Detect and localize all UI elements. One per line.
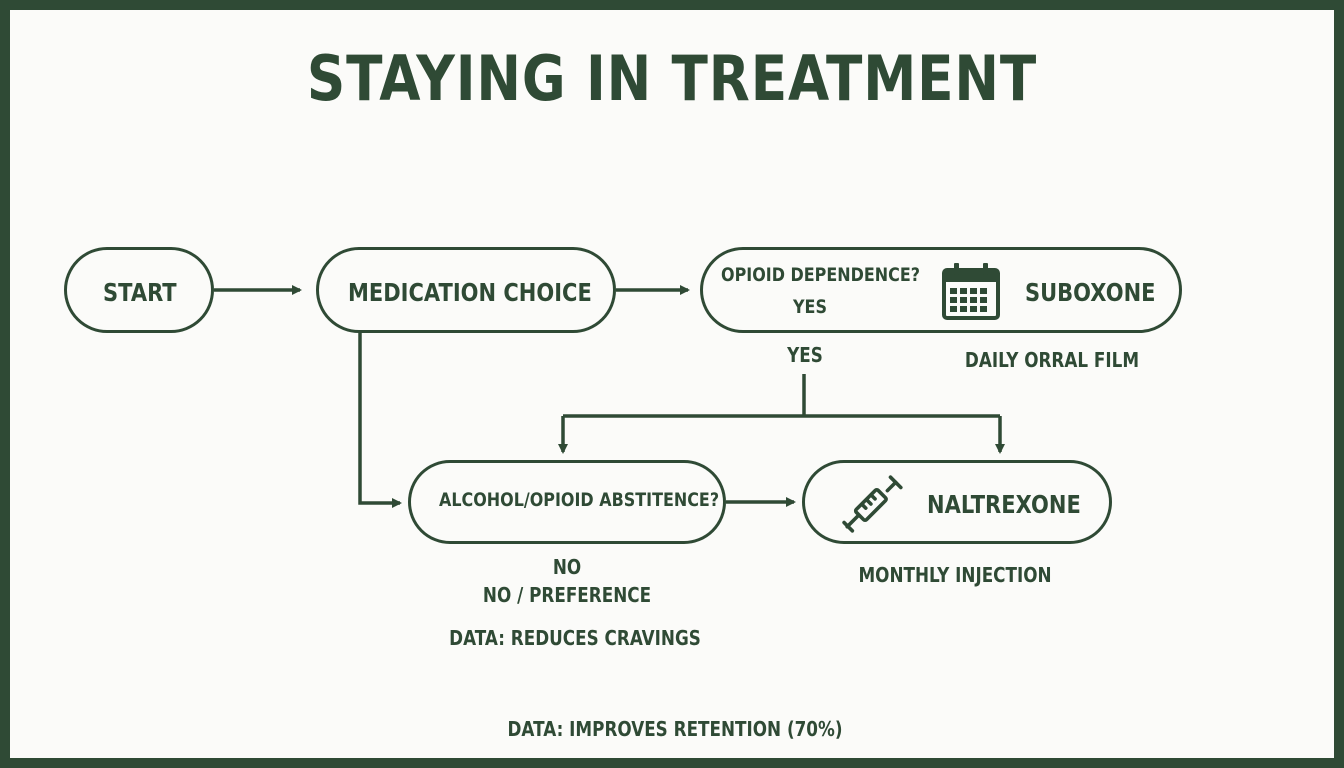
naltrexone-label: NALTREXONE <box>927 490 1081 519</box>
opioid-yes-inside-label: YES <box>793 296 827 318</box>
data-retention-note: DATA: IMPROVES RETENTION (70%) <box>507 717 843 741</box>
naltrexone-node: NALTREXONE <box>802 460 1112 544</box>
no-branch-label: NO <box>552 555 582 579</box>
alcohol-abstinence-node: ALCOHOL/OPIOID ABSTITENCE? <box>408 460 726 544</box>
start-label: START <box>103 278 177 307</box>
start-node: START <box>64 247 214 333</box>
alcohol-question-label: ALCOHOL/OPIOID ABSTITENCE? <box>439 489 720 511</box>
suboxone-detail: DAILY ORRAL FILM <box>964 348 1140 372</box>
medication-choice-node: MEDICATION CHOICE <box>316 247 616 333</box>
arrow-choice-to-alcohol <box>358 333 402 508</box>
calendar-icon <box>942 263 1000 320</box>
opioid-suboxone-node: OPIOID DEPENDENCE? YES SUBOXONE <box>700 247 1182 333</box>
suboxone-label: SUBOXONE <box>1025 278 1156 307</box>
naltrexone-detail: MONTHLY INJECTION <box>858 563 1052 587</box>
opioid-question-label: OPIOID DEPENDENCE? <box>721 264 921 286</box>
data-cravings-note: DATA: REDUCES CRAVINGS <box>449 626 701 650</box>
page-title: STAYING IN TREATMENT <box>306 42 1038 115</box>
syringe-icon <box>842 475 903 533</box>
diagram-frame <box>10 10 1334 758</box>
medication-choice-label: MEDICATION CHOICE <box>348 278 592 307</box>
no-preference-label: NO / PREFERENCE <box>482 583 652 607</box>
yes-branch-label: YES <box>787 343 823 367</box>
